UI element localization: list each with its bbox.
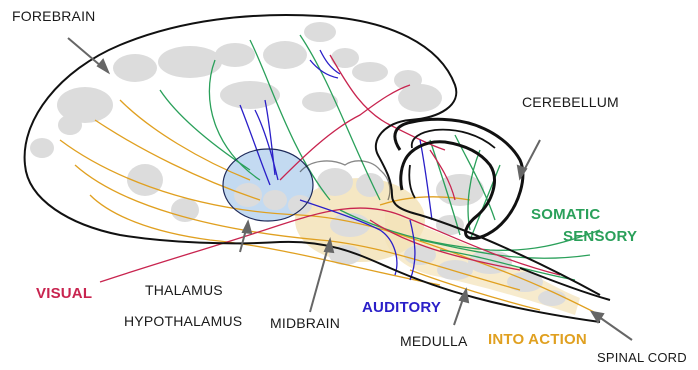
label-auditory: AUDITORY <box>362 300 441 315</box>
label-medulla: MEDULLA <box>400 334 468 348</box>
blob <box>304 22 336 42</box>
blob <box>215 43 255 67</box>
label-spinal-cord: SPINAL CORD <box>597 351 687 364</box>
label-into-action: INTO ACTION <box>488 332 587 347</box>
blob <box>220 81 280 109</box>
blob <box>263 190 287 210</box>
blob <box>113 54 157 82</box>
blob <box>58 115 82 135</box>
label-cerebellum: CEREBELLUM <box>522 95 619 109</box>
blob <box>352 62 388 82</box>
blob <box>171 198 199 222</box>
label-hypothalamus: HYPOTHALAMUS <box>124 314 242 328</box>
brain-outline <box>25 15 600 295</box>
label-midbrain: MIDBRAIN <box>270 316 340 330</box>
blob <box>234 183 262 207</box>
blob <box>30 138 54 158</box>
blob <box>317 168 353 196</box>
blob <box>356 173 384 197</box>
blob <box>263 41 307 69</box>
label-forebrain: FOREBRAIN <box>12 9 95 23</box>
blob <box>437 260 473 280</box>
label-visual: VISUAL <box>36 286 92 301</box>
blob <box>158 46 222 78</box>
label-sensory: SENSORY <box>563 229 637 244</box>
label-thalamus: THALAMUS <box>145 283 223 297</box>
blob <box>398 84 442 112</box>
label-somatic: SOMATIC <box>531 207 600 222</box>
blob <box>288 195 312 215</box>
